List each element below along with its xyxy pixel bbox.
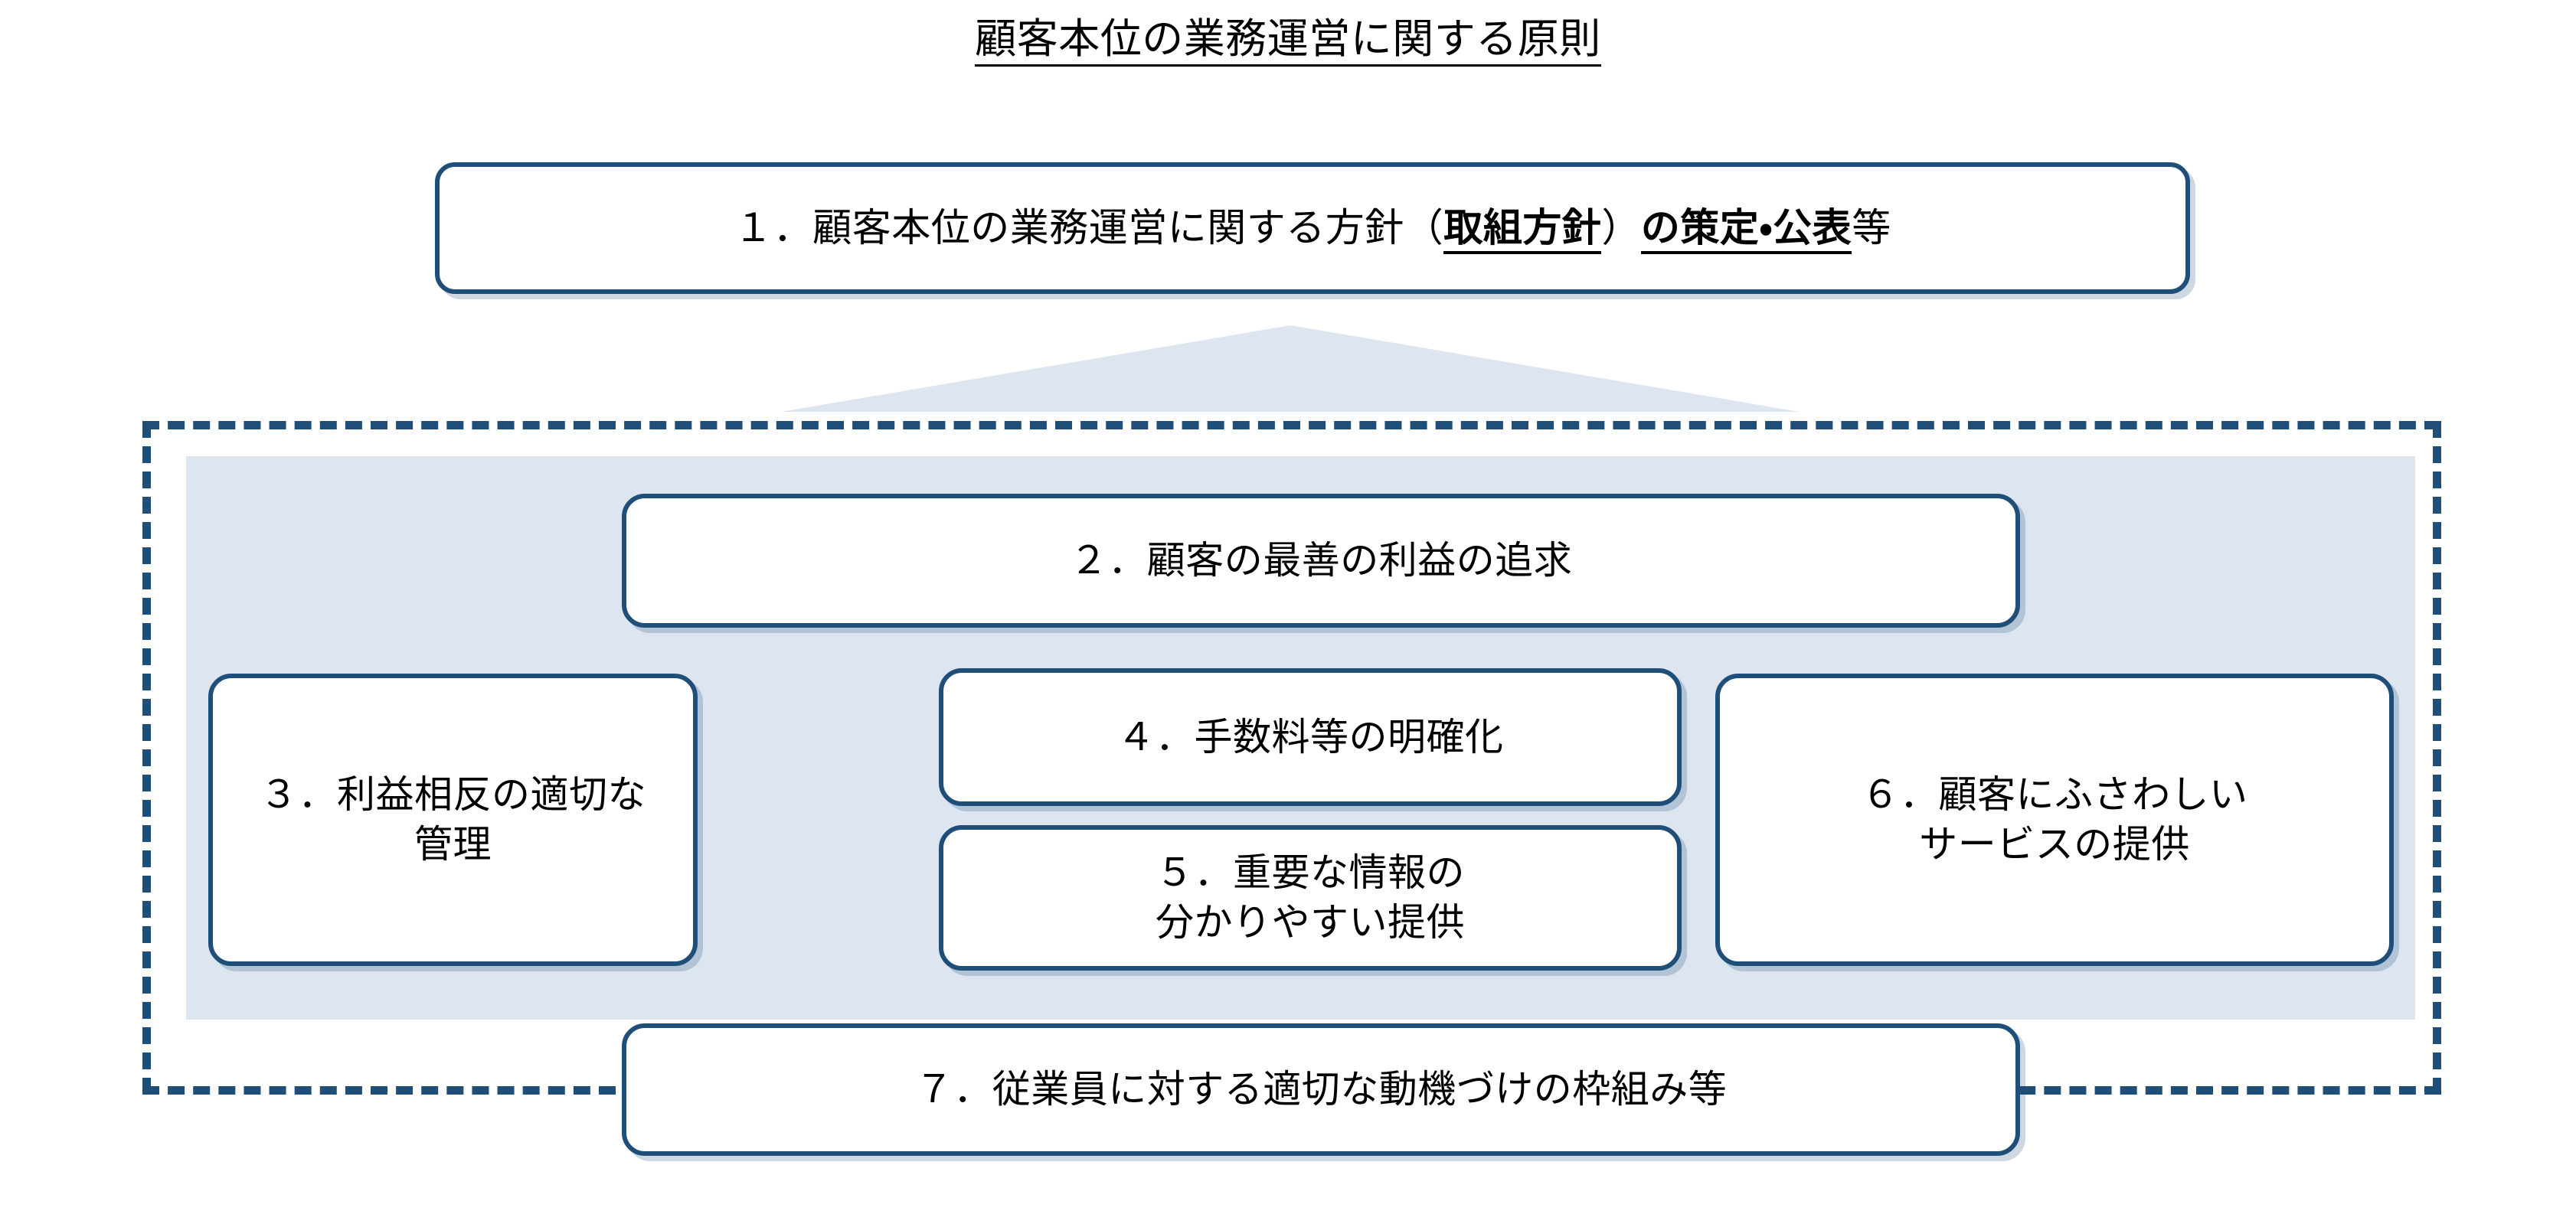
principle-3-line-2: 管理 [414, 823, 492, 866]
principle-box-3[interactable]: ３．利益相反の適切な 管理 [208, 674, 698, 966]
principle-box-1-text: １．顧客本位の業務運営に関する方針（取組方針）の策定・公表等 [734, 203, 1891, 254]
page-title: 顧客本位の業務運営に関する原則 [0, 14, 2576, 67]
principle-box-4[interactable]: ４．手数料等の明確化 [939, 668, 1682, 806]
principle-2-line-1: ２．顧客の最善の利益の追求 [1069, 539, 1573, 582]
principle-box-6[interactable]: ６．顧客にふさわしい サービスの提供 [1715, 674, 2394, 966]
principle-box-5[interactable]: ５．重要な情報の 分かりやすい提供 [939, 825, 1682, 971]
principle-box-7-text: ７．従業員に対する適切な動機づけの枠組み等 [915, 1065, 1728, 1114]
principle-5-line-1: ５．重要な情報の [1156, 851, 1465, 894]
principle-box-1[interactable]: １．顧客本位の業務運営に関する方針（取組方針）の策定・公表等 [435, 162, 2190, 294]
principle-box-4-text: ４．手数料等の明確化 [1117, 713, 1504, 762]
principle-6-line-2: サービスの提供 [1919, 823, 2190, 866]
principle-box-7[interactable]: ７．従業員に対する適切な動機づけの枠組み等 [622, 1023, 2020, 1156]
principle-box-3-text: ３．利益相反の適切な 管理 [260, 770, 646, 870]
principle-3-line-1: ３．利益相反の適切な [260, 773, 646, 816]
principle-1-emphasis-1: 取組方針 [1443, 205, 1602, 254]
principle-1-part-lead: １．顧客本位の業務運営に関する方針（ [734, 205, 1444, 250]
principle-7-line-1: ７．従業員に対する適切な動機づけの枠組み等 [914, 1068, 1728, 1111]
principle-box-2-text: ２．顧客の最善の利益の追求 [1070, 536, 1573, 586]
principle-6-line-1: ６．顧客にふさわしい [1861, 773, 2248, 816]
page-title-text: 顧客本位の業務運営に関する原則 [975, 16, 1601, 67]
principle-4-line-1: ４．手数料等の明確化 [1116, 715, 1504, 759]
principle-1-part-mid: ） [1601, 205, 1641, 250]
principle-box-5-text: ５．重要な情報の 分かりやすい提供 [1156, 848, 1465, 948]
up-arrow-chevron-icon [781, 325, 1800, 412]
principle-1-part-tail: 等 [1852, 205, 1891, 250]
principle-box-2[interactable]: ２．顧客の最善の利益の追求 [622, 494, 2020, 628]
principle-5-line-2: 分かりやすい提供 [1156, 901, 1465, 944]
principle-1-emphasis-2: の策定・公表 [1640, 205, 1852, 254]
principle-box-6-text: ６．顧客にふさわしい サービスの提供 [1862, 770, 2248, 870]
